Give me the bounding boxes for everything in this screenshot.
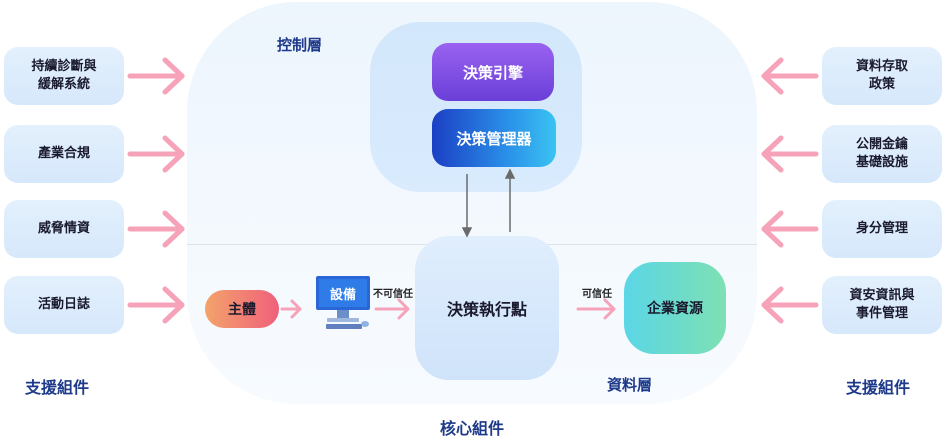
arrow-right-icon: [280, 299, 302, 319]
left-support-item: 威脅情資: [4, 200, 124, 258]
right-support-label: 支援組件: [846, 378, 911, 397]
arrow-left-icon: [761, 135, 819, 173]
left-support-label: 支援組件: [25, 378, 90, 397]
enterprise-resource[interactable]: 企業資源: [624, 262, 726, 354]
trusted-label: 可信任: [582, 289, 612, 300]
arrow-right-icon: [127, 210, 185, 248]
arrow-left-icon: [761, 57, 819, 95]
arrow-left-icon: [761, 286, 819, 324]
device-label: 設備: [329, 287, 356, 303]
left-support-item: 活動日誌: [4, 276, 124, 334]
right-support-item: 身分管理: [822, 200, 942, 258]
untrusted-label: 不可信任: [373, 289, 413, 300]
arrow-right-icon: [127, 135, 185, 173]
policy-enforcement-point[interactable]: 決策執行點: [415, 236, 559, 380]
policy-engine[interactable]: 決策引擎: [432, 43, 554, 101]
right-support-item: 公開金鑰 基礎設施: [822, 125, 942, 183]
core-components-label: 核心組件: [440, 419, 505, 438]
arrow-right-icon: [374, 298, 410, 320]
monitor-icon: [316, 276, 370, 329]
right-support-item: 資安資訊與 事件管理: [822, 276, 942, 334]
data-plane-label: 資料層: [607, 376, 653, 394]
arrow-right-icon: [576, 298, 616, 320]
left-support-item: 產業合規: [4, 125, 124, 183]
arrow-up-icon: [504, 168, 516, 179]
arrow-down-icon: [461, 227, 473, 238]
subject-node[interactable]: 主體: [205, 290, 279, 328]
arrow-right-icon: [127, 57, 185, 95]
right-support-item: 資料存取 政策: [822, 47, 942, 105]
left-support-item: 持續診斷與 緩解系統: [4, 47, 124, 105]
policy-administrator[interactable]: 決策管理器: [432, 109, 556, 167]
control-plane-label: 控制層: [277, 36, 323, 54]
arrow-left-icon: [761, 210, 819, 248]
arrow-right-icon: [127, 286, 185, 324]
